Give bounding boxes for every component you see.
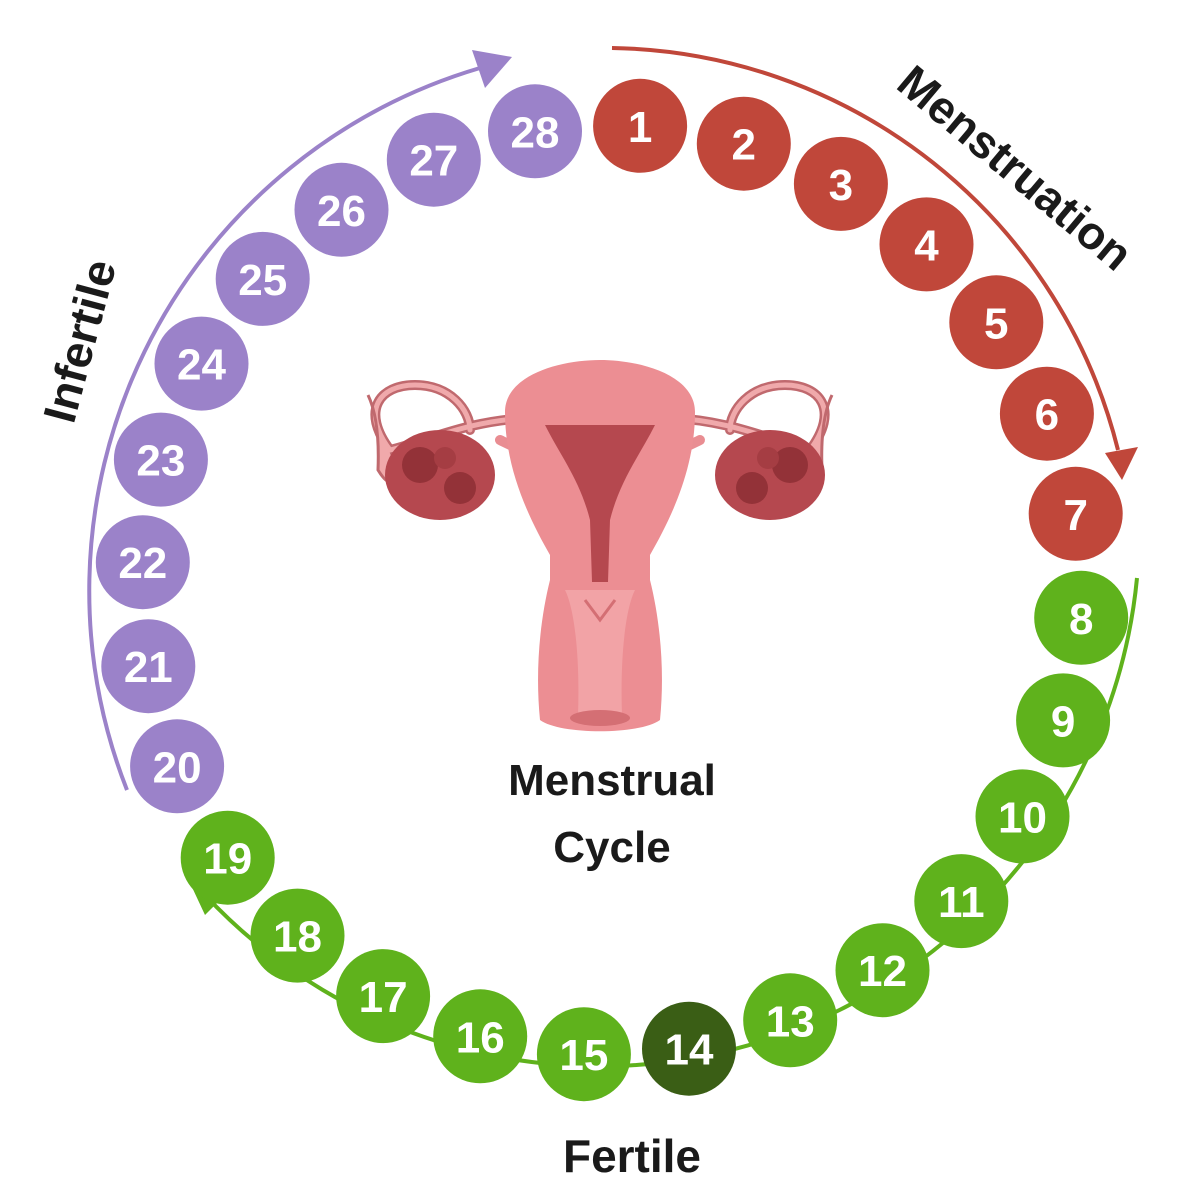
day-number: 2 xyxy=(732,121,756,170)
day-circle-15: 15 xyxy=(536,1007,631,1102)
day-circle-bg xyxy=(914,854,1009,949)
day-circle-bg xyxy=(793,136,888,231)
day-number: 25 xyxy=(238,256,287,305)
day-number: 10 xyxy=(998,793,1047,842)
day-number: 7 xyxy=(1063,491,1087,540)
day-circle-bg xyxy=(999,366,1094,461)
day-number: 27 xyxy=(409,137,458,186)
day-circle-3: 3 xyxy=(793,136,888,231)
day-number: 3 xyxy=(829,161,853,210)
day-number: 4 xyxy=(914,221,939,270)
day-circle-bg xyxy=(336,949,431,1044)
day-circle-bg xyxy=(154,316,249,411)
day-circle-28: 28 xyxy=(488,84,582,179)
day-circle-bg xyxy=(488,84,582,179)
day-circle-5: 5 xyxy=(949,275,1044,370)
day-number: 20 xyxy=(153,743,202,792)
day-number: 19 xyxy=(203,835,252,884)
fertile-label: Fertile xyxy=(563,1130,701,1182)
day-circle-bg xyxy=(294,162,389,257)
day-circle-27: 27 xyxy=(386,112,481,207)
day-circle-10: 10 xyxy=(975,769,1070,864)
day-circle-2: 2 xyxy=(696,96,791,191)
day-number: 16 xyxy=(456,1013,505,1062)
day-number: 5 xyxy=(984,299,1008,348)
day-number: 6 xyxy=(1035,391,1059,440)
day-circle-bg xyxy=(696,96,791,191)
infertile-label: Infertile xyxy=(33,254,126,428)
day-circle-23: 23 xyxy=(113,412,208,507)
day-circle-bg xyxy=(386,112,481,207)
day-circle-22: 22 xyxy=(95,515,190,610)
day-number: 13 xyxy=(766,997,815,1046)
day-circle-4: 4 xyxy=(879,197,974,292)
day-number: 11 xyxy=(938,878,985,927)
day-circle-bg xyxy=(130,719,225,814)
day-circle-bg xyxy=(433,989,528,1084)
infertile-arrowhead xyxy=(472,50,512,88)
day-circle-bg xyxy=(1016,673,1111,768)
day-circle-1: 1 xyxy=(593,78,688,173)
day-circle-bg xyxy=(215,231,310,326)
infertile-arc xyxy=(87,66,481,791)
day-circle-bg xyxy=(949,275,1044,370)
day-circle-bg xyxy=(536,1007,631,1102)
day-circle-bg xyxy=(1034,570,1129,665)
day-circle-bg xyxy=(95,515,190,610)
day-number: 28 xyxy=(511,108,560,157)
day-circle-7: 7 xyxy=(1028,466,1123,561)
center-title-line-2: Cycle xyxy=(553,823,670,872)
day-circle-bg xyxy=(101,619,196,714)
day-number: 26 xyxy=(317,187,366,236)
day-circle-21: 21 xyxy=(101,619,196,714)
day-number: 23 xyxy=(136,437,185,486)
day-circle-17: 17 xyxy=(336,949,431,1044)
day-circle-bg xyxy=(835,923,930,1018)
day-number: 24 xyxy=(177,341,226,390)
day-circle-19: 19 xyxy=(180,810,275,905)
day-circle-9: 9 xyxy=(1016,673,1111,768)
day-number: 8 xyxy=(1069,595,1093,644)
menstruation-arc xyxy=(611,46,1120,451)
day-circle-16: 16 xyxy=(433,989,528,1084)
day-circle-24: 24 xyxy=(154,316,249,411)
day-circle-25: 25 xyxy=(215,231,310,326)
day-circle-bg xyxy=(180,810,275,905)
day-circle-bg xyxy=(250,888,345,983)
day-circle-bg xyxy=(879,197,974,292)
day-circle-bg xyxy=(642,1001,736,1096)
day-number: 22 xyxy=(118,539,167,588)
day-circle-13: 13 xyxy=(743,973,838,1068)
day-number: 14 xyxy=(665,1026,714,1075)
center-title-line-1: Menstrual xyxy=(508,756,716,805)
day-circle-11: 11 xyxy=(914,854,1009,949)
day-circle-6: 6 xyxy=(999,366,1094,461)
day-circle-14: 14 xyxy=(642,1001,736,1096)
uterus-icon xyxy=(366,360,834,732)
day-circle-bg xyxy=(743,973,838,1068)
day-circle-8: 8 xyxy=(1034,570,1129,665)
day-number: 15 xyxy=(559,1031,608,1080)
day-circle-bg xyxy=(975,769,1070,864)
day-number: 18 xyxy=(273,913,322,962)
day-circle-18: 18 xyxy=(250,888,345,983)
day-number: 12 xyxy=(858,947,907,996)
day-circle-bg xyxy=(1028,466,1123,561)
day-circle-20: 20 xyxy=(130,719,225,814)
day-circle-bg xyxy=(593,78,688,173)
day-number: 17 xyxy=(359,973,408,1022)
day-number: 21 xyxy=(124,643,173,692)
day-number: 9 xyxy=(1051,697,1075,746)
menstruation-arrowhead xyxy=(1105,447,1138,480)
day-circle-26: 26 xyxy=(294,162,389,257)
day-circle-12: 12 xyxy=(835,923,930,1018)
day-number: 1 xyxy=(628,103,652,152)
day-circle-bg xyxy=(113,412,208,507)
